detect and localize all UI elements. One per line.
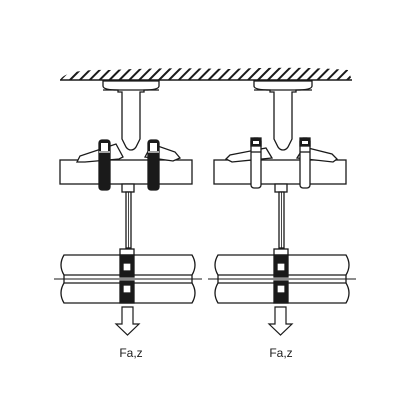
right-force-label: Fa,z [269,346,292,360]
left-force-label: Fa,z [119,346,142,360]
left-top-nut [121,183,135,193]
right-clamp-arm-2 [295,137,338,189]
left-hanger-assembly [54,80,202,336]
right-threaded-rod [278,191,285,249]
right-hanger-assembly [208,80,356,336]
ceiling [60,67,352,81]
right-i-beam [253,80,313,151]
left-threaded-rod [125,191,132,249]
right-pipe-clamp [273,248,289,304]
right-top-nut [274,183,288,193]
left-i-beam [102,80,160,151]
left-clamp-arm-1 [75,139,124,191]
right-force-arrow [267,306,294,336]
left-clamp-block [59,159,193,185]
right-clamp-block [213,159,347,185]
right-clamp-arm-1 [224,137,274,189]
left-force-arrow [114,306,141,336]
left-pipe-clamp [119,248,135,304]
left-clamp-arm-2 [143,139,182,191]
